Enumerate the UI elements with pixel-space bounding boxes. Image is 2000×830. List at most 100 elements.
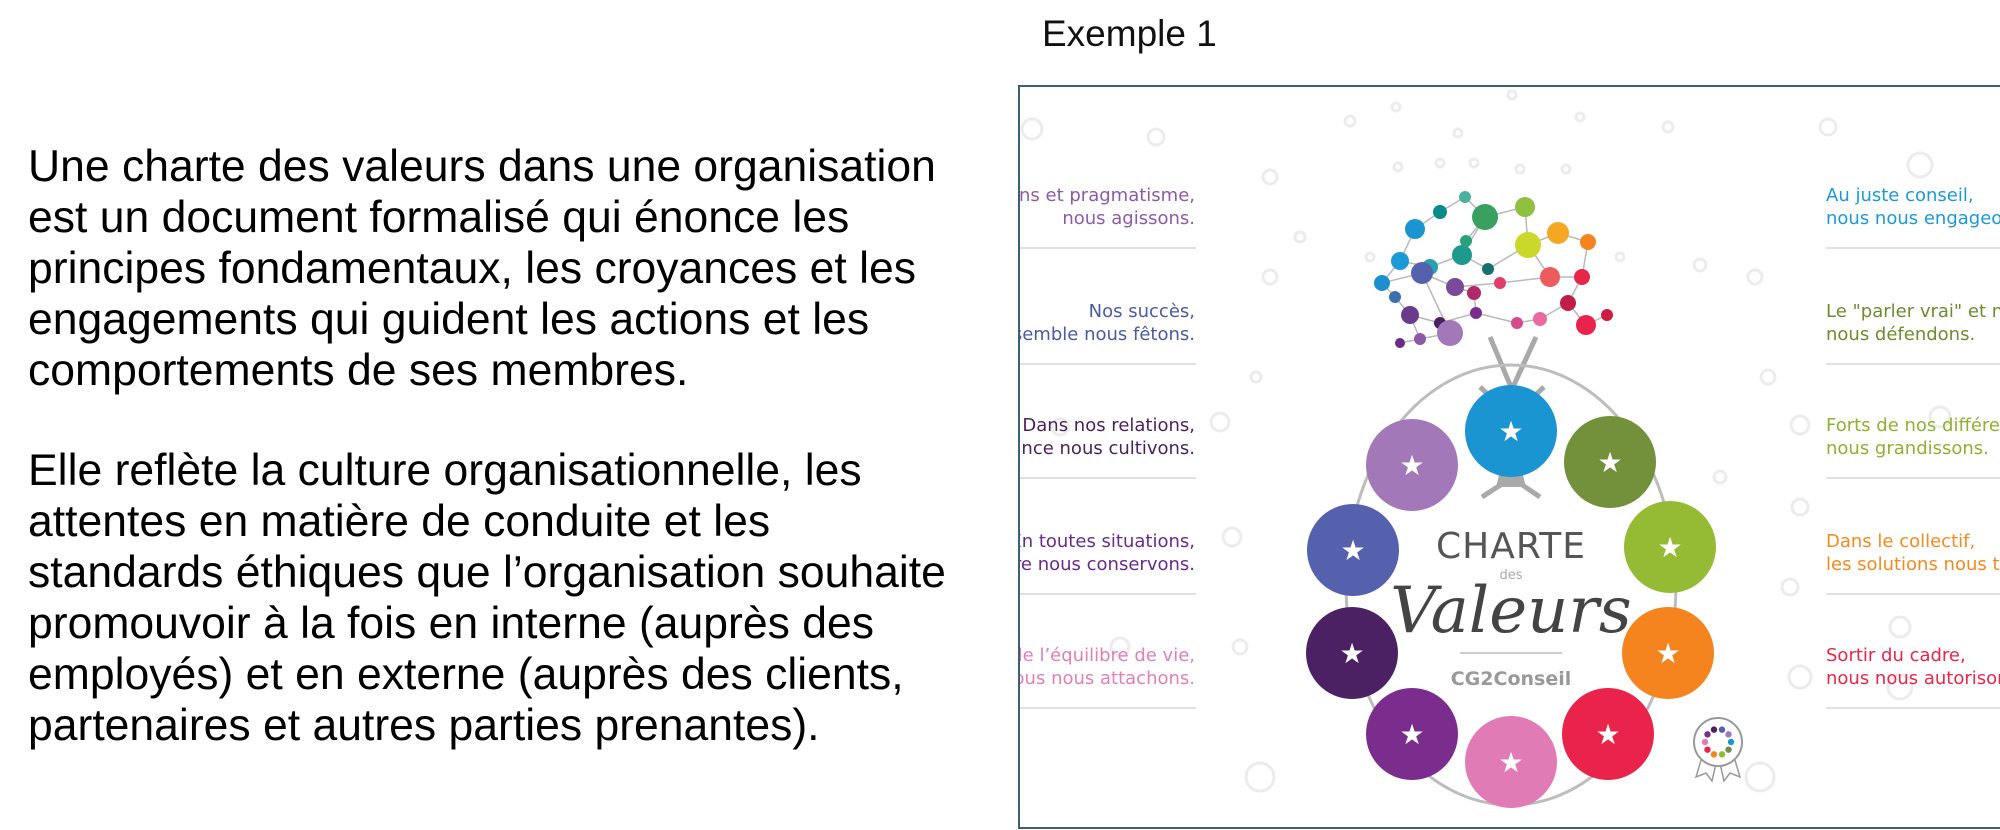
badge-dot (1718, 726, 1726, 733)
background-dot (1468, 157, 1480, 169)
tree-node (1395, 338, 1405, 348)
paragraph-line: engagements qui guident les actions et l… (28, 295, 870, 344)
right-value-line1: Dans le collectif, (1826, 531, 1975, 552)
paragraph-line: partenaires et autres parties prenantes)… (28, 701, 820, 750)
tree-node (1460, 235, 1472, 247)
left-value-line1: Nos succès, (1089, 301, 1195, 322)
left-values-list: ens et pragmatisme,nous agissons. Nos suc… (1020, 185, 1196, 709)
right-value-line1: Au juste conseil, (1826, 185, 1974, 206)
tree-node (1374, 275, 1390, 291)
tree-node (1411, 262, 1433, 284)
badge-dot (1725, 731, 1732, 738)
background-dot (1886, 673, 1914, 701)
tree-node (1459, 191, 1471, 203)
right-value-line1: Sortir du cadre, (1826, 645, 1966, 666)
background-dot (1712, 469, 1728, 485)
poster-title-script: Valeurs (1390, 574, 1632, 648)
value-star-badge: ★ (1562, 688, 1654, 780)
poster-title-top: CHARTE (1436, 526, 1586, 567)
value-circle (1307, 504, 1399, 596)
values-ring: ★★★★★★★★★★ (1306, 363, 1716, 808)
value-star-badge: ★ (1622, 607, 1714, 699)
star-icon: ★ (1399, 449, 1424, 482)
left-value-line2: iance nous cultivons. (1020, 438, 1195, 459)
right-value-line2: nous nous engageon (1826, 208, 2000, 229)
left-value-line1: En toutes situations, (1020, 531, 1195, 552)
value-star-badge: ★ (1465, 385, 1557, 477)
tree-node (1467, 286, 1481, 300)
background-dot (1514, 163, 1526, 175)
star-icon: ★ (1657, 531, 1682, 564)
background-dot (1109, 636, 1131, 658)
paragraph-line: standards éthiques que l’organisation so… (28, 548, 946, 597)
award-badge-icon (1693, 717, 1743, 783)
left-value-line1: t de l’équilibre de vie, (1020, 645, 1195, 666)
right-value-line2: nous nous autorison (1826, 668, 2000, 689)
badge-dot (1727, 738, 1735, 746)
star-icon: ★ (1498, 746, 1523, 779)
tree-node (1470, 307, 1482, 319)
tree-icon (1374, 191, 1613, 500)
paragraph-line: employés) et en externe (auprès des clie… (28, 650, 904, 699)
background-dot (1506, 89, 1518, 101)
tree-node (1574, 269, 1590, 285)
tree-node (1446, 278, 1464, 296)
tree-node (1515, 232, 1541, 258)
star-icon: ★ (1340, 534, 1365, 567)
tree-node (1401, 306, 1419, 324)
tree-node (1576, 315, 1596, 335)
tree-node (1437, 320, 1463, 346)
value-circle (1624, 501, 1716, 593)
value-circle (1564, 416, 1656, 508)
background-dot (1759, 368, 1777, 386)
background-dot (1364, 251, 1376, 263)
right-value-line2: les solutions nous tr (1826, 554, 2000, 575)
background-dot (1050, 417, 1070, 437)
tree-node (1511, 317, 1523, 329)
left-value-line1: ens et pragmatisme, (1020, 185, 1195, 206)
poster-brand: CG2Conseil (1451, 668, 1572, 690)
paragraph-line: comportements de ses membres. (28, 346, 689, 395)
tree-node (1494, 277, 1506, 289)
value-circle (1306, 607, 1398, 699)
tree-node (1482, 263, 1494, 275)
paragraph-line: Une charte des valeurs dans une organisa… (28, 142, 936, 191)
star-icon: ★ (1399, 718, 1424, 751)
paragraph-line: principes fondamentaux, les croyances et… (28, 244, 917, 293)
badge-dot (1718, 751, 1726, 758)
background-dot (1249, 370, 1263, 384)
background-dot (1146, 127, 1166, 147)
left-value-line1: Dans nos relations, (1022, 415, 1195, 436)
background-dot (1746, 268, 1764, 286)
star-icon: ★ (1595, 718, 1620, 751)
background-dot (1020, 117, 1044, 141)
left-value-line2: nous nous attachons. (1020, 668, 1195, 689)
background-dot (1434, 157, 1446, 169)
background-dot (1614, 251, 1626, 263)
paragraph-purpose: Elle reflète la culture organisationnell… (28, 445, 946, 751)
paragraph-definition: Une charte des valeurs dans une organisa… (28, 141, 936, 396)
right-value-line2: nous grandissons. (1826, 438, 1989, 459)
background-dot (1231, 638, 1249, 656)
value-circle (1366, 419, 1458, 511)
tree-node (1601, 309, 1613, 321)
tree-node (1515, 197, 1535, 217)
background-dot (1818, 117, 1838, 137)
tree-node (1533, 312, 1547, 326)
background-dot (1661, 120, 1675, 134)
tree-node (1433, 205, 1447, 219)
background-dot (1261, 268, 1279, 286)
background-dot (1560, 163, 1572, 175)
star-icon: ★ (1498, 415, 1523, 448)
background-dot (1928, 405, 1952, 429)
tree-node (1414, 333, 1426, 345)
left-value-line2: nous agissons. (1062, 208, 1195, 229)
values-charter-poster: ★★★★★★★★★★ CHARTE des Valeurs CG2Conseil… (1018, 85, 2000, 829)
value-star-badge: ★ (1564, 416, 1656, 508)
tree-node (1452, 245, 1472, 265)
background-dot (1390, 101, 1402, 113)
background-dot (1906, 151, 1934, 179)
tree-link (1475, 312, 1518, 324)
background-dot (1574, 111, 1586, 123)
